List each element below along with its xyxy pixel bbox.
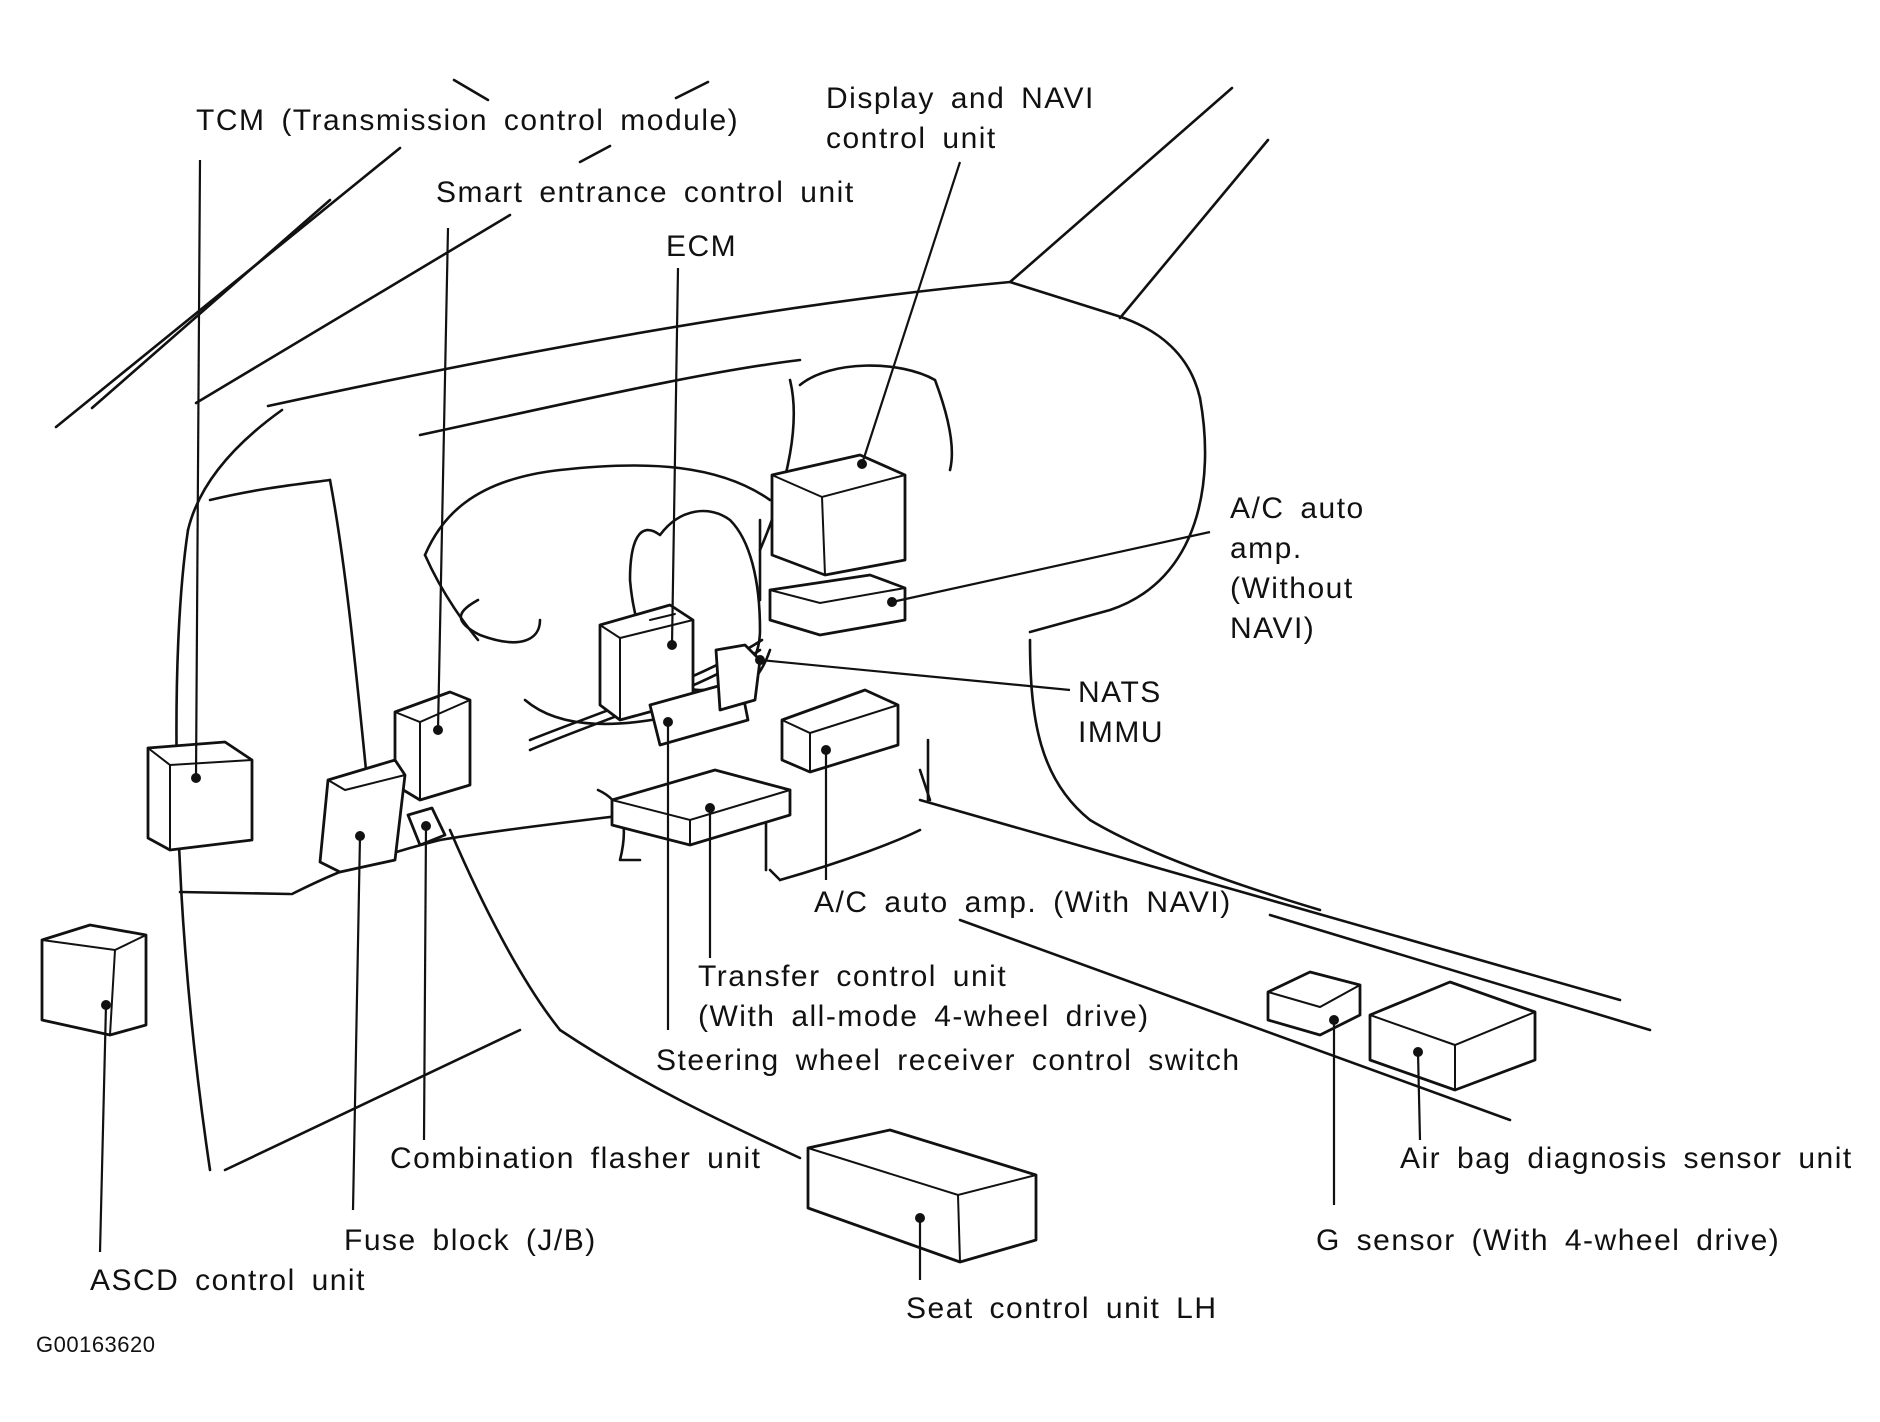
label-ecm: ECM [666, 230, 737, 263]
seat-control-unit-box [806, 1128, 1038, 1264]
label-ac-auto-amp-line2: amp. [1230, 532, 1303, 565]
label-ac-auto-amp-line3: (Without [1230, 572, 1354, 605]
label-combination-flasher: Combination flasher unit [390, 1142, 762, 1175]
ecm-box [598, 603, 695, 722]
g-sensor-box [1266, 970, 1362, 1037]
fuse-block-box [318, 758, 407, 874]
label-tcm: TCM (Transmission control module) [196, 104, 739, 137]
label-fuse-block: Fuse block (J/B) [344, 1224, 597, 1257]
label-steering-switch: Steering wheel receiver control switch [656, 1044, 1241, 1077]
label-seat-control: Seat control unit LH [906, 1292, 1217, 1325]
label-g-sensor: G sensor (With 4-wheel drive) [1316, 1224, 1780, 1257]
label-smart-entrance: Smart entrance control unit [436, 176, 855, 209]
label-display-navi-line1: Display and NAVI [826, 82, 1095, 115]
label-display-navi-line2: control unit [826, 122, 997, 155]
ac-auto-amp-without-navi-box [768, 573, 907, 637]
figure-code: G00163620 [36, 1332, 156, 1357]
labels: TCM (Transmission control module) Smart … [36, 82, 1853, 1357]
tcm-module-box [146, 740, 254, 852]
label-transfer-line2: (With all-mode 4-wheel drive) [698, 1000, 1150, 1033]
label-ac-auto-amp-line4: NAVI) [1230, 612, 1315, 645]
smart-entrance-unit-box [393, 690, 472, 802]
nats-immu-box [648, 643, 762, 747]
label-ac-auto-amp-line1: A/C auto [1230, 492, 1365, 525]
label-ac-auto-amp-with-navi: A/C auto amp. (With NAVI) [814, 886, 1232, 919]
ascd-control-unit-box [40, 923, 148, 1037]
ac-auto-amp-with-navi-box [780, 688, 900, 774]
label-nats-line2: IMMU [1078, 716, 1164, 749]
label-nats-line1: NATS [1078, 676, 1162, 709]
label-ascd: ASCD control unit [90, 1264, 366, 1297]
airbag-sensor-box [1368, 980, 1537, 1092]
display-navi-box [770, 453, 907, 577]
label-airbag-sensor: Air bag diagnosis sensor unit [1400, 1142, 1853, 1175]
components [40, 453, 1537, 1264]
label-transfer-line1: Transfer control unit [698, 960, 1007, 993]
leader-lines [98, 159, 1423, 1280]
transfer-control-unit-box [610, 768, 792, 847]
